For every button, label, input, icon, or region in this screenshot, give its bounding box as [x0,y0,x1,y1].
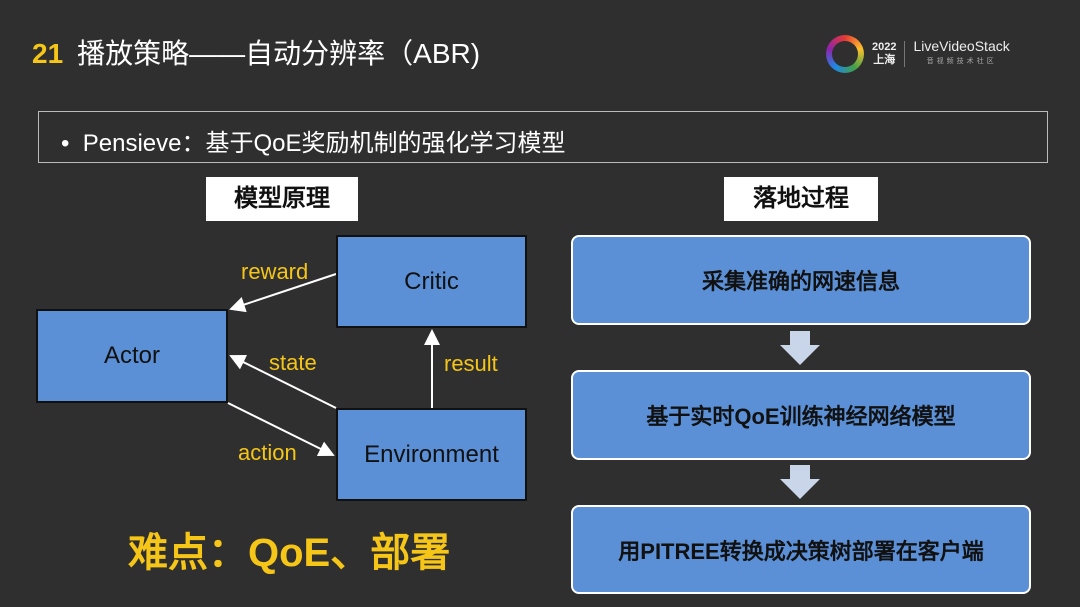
actor-node: Actor [36,309,228,403]
environment-node: Environment [336,408,527,501]
state-arrow [229,355,337,409]
step-3: 用PITREE转换成决策树部署在客户端 [571,505,1031,594]
subtitle-box: • Pensieve：基于QoE奖励机制的强化学习模型 [38,111,1048,163]
down-arrow-icon [780,465,820,499]
bullet: • [61,130,70,157]
conference-logo-icon [826,35,864,73]
reward-arrow [229,273,337,313]
state-label: state [269,350,317,375]
slide-title: 21 播放策略——自动分辨率（ABR) [32,32,480,72]
deployment-heading: 落地过程 [724,177,878,221]
model-principle-heading: 模型原理 [206,177,358,221]
step-2: 基于实时QoE训练神经网络模型 [571,370,1031,460]
action-label: action [238,440,297,465]
subtitle-text: Pensieve：基于QoE奖励机制的强化学习模型 [82,130,566,157]
step-1: 采集准确的网速信息 [571,235,1031,325]
slide-title-text: 播放策略——自动分辨率（ABR) [77,38,481,69]
difficulty-text: 难点：QoE、部署 [128,531,451,575]
action-arrow [227,402,335,456]
slide-number: 21 [32,38,64,69]
reward-label: reward [241,259,309,284]
result-label: result [444,351,498,376]
critic-node: Critic [336,235,527,328]
divider [904,41,906,67]
down-arrow-icon [780,331,820,365]
